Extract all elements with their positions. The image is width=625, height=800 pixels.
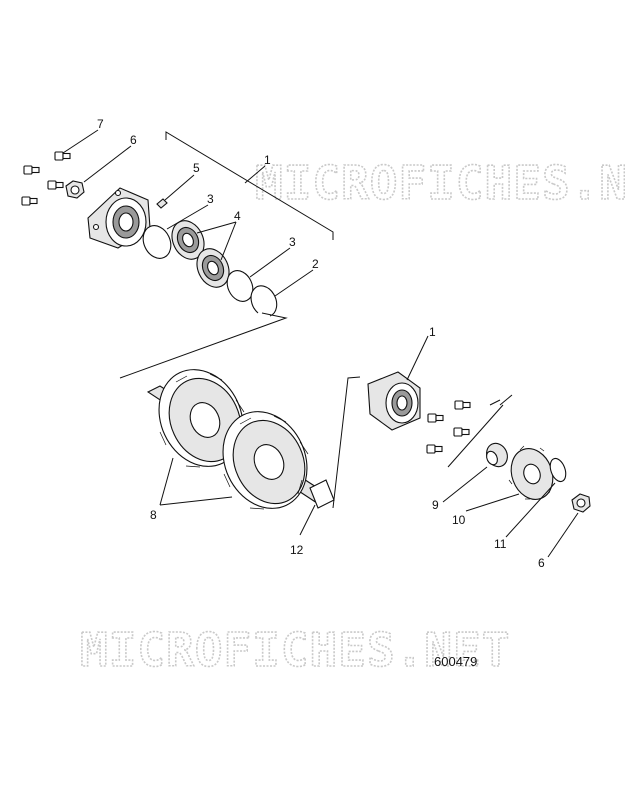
washer-11 <box>549 457 567 483</box>
bearing-4-b <box>196 248 230 288</box>
nut-6-bottom <box>571 493 591 513</box>
connector-mid <box>332 376 361 509</box>
callout-6-top: 6 <box>130 133 137 147</box>
callout-11: 11 <box>494 537 507 551</box>
bearing-housing-top <box>87 187 151 249</box>
oring-3-a <box>142 225 172 259</box>
callout-8: 8 <box>150 508 157 522</box>
bolt-group-7 <box>21 151 71 206</box>
callout-3-b: 3 <box>289 235 296 249</box>
callout-1-mid: 1 <box>429 325 436 339</box>
drive-shaft-assembly <box>146 369 335 510</box>
bracket-1-top <box>165 131 334 240</box>
callout-4: 4 <box>234 209 241 223</box>
callout-1-top: 1 <box>264 153 271 167</box>
bolt-group-right <box>426 400 471 454</box>
callout-9: 9 <box>432 498 439 512</box>
callout-2: 2 <box>312 257 319 271</box>
grease-fitting-5 <box>156 198 168 209</box>
alignment-lines <box>447 394 513 468</box>
bearing-housing-mid <box>367 371 421 431</box>
leaders-top <box>62 129 314 297</box>
leaders-bottom <box>159 335 579 558</box>
sprocket-10 <box>508 445 556 500</box>
callout-6-bottom: 6 <box>538 556 545 570</box>
connector-top <box>119 312 288 379</box>
figure-number: 600479 <box>434 654 477 669</box>
watermark-top: MICROFICHES.NET <box>255 156 625 210</box>
bearing-4-a <box>171 220 205 260</box>
callout-10: 10 <box>452 513 466 527</box>
callout-3-a: 3 <box>207 192 214 206</box>
callout-5: 5 <box>193 161 200 175</box>
oring-3-b <box>226 270 254 302</box>
snap-ring-2 <box>250 285 278 317</box>
callout-12: 12 <box>290 543 304 557</box>
callout-7: 7 <box>97 117 104 131</box>
spacer-9 <box>486 442 508 468</box>
nut-6-top <box>65 180 85 199</box>
watermark-bottom: MICROFICHES.NET <box>80 623 510 677</box>
